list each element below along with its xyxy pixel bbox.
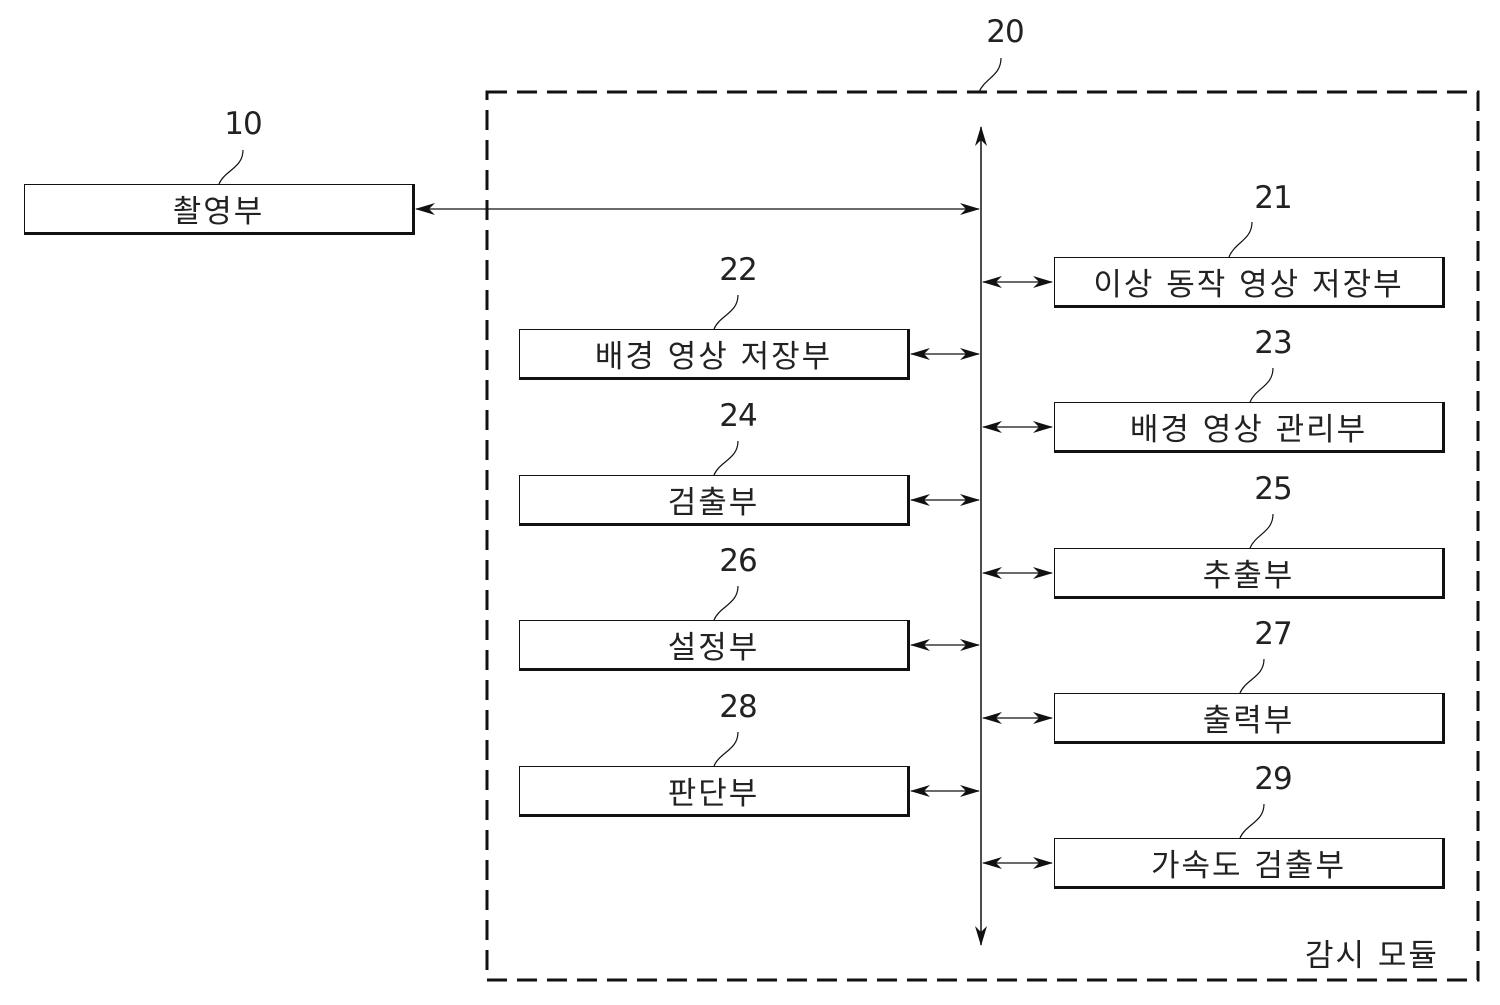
block-output-unit: 출력부	[1054, 693, 1445, 744]
block-judgment-unit: 판단부	[519, 766, 910, 817]
leader-24	[713, 440, 739, 476]
block-abnormal-motion-storage: 이상 동작 영상 저장부	[1054, 257, 1445, 308]
block-background-image-storage: 배경 영상 저장부	[519, 329, 910, 380]
leader-25	[1249, 513, 1274, 549]
leader-21	[1228, 221, 1253, 258]
ref-label-23: 23	[1254, 325, 1292, 361]
module-label: 감시 모듈	[1305, 938, 1439, 974]
ref-label-10: 10	[224, 106, 262, 142]
block-extraction-unit: 추출부	[1054, 548, 1445, 599]
module-boundary	[485, 90, 1480, 982]
block-label: 출력부	[1202, 703, 1295, 739]
block-label: 가속도 검출부	[1151, 848, 1346, 884]
block-label: 배경 영상 저장부	[594, 339, 833, 375]
leader-27	[1239, 658, 1265, 694]
block-label: 검출부	[667, 485, 760, 521]
ref-label-20: 20	[986, 14, 1024, 50]
block-label: 설정부	[667, 630, 760, 666]
leader-23	[1249, 367, 1274, 403]
block-label: 이상 동작 영상 저장부	[1093, 267, 1404, 303]
ref-label-29: 29	[1254, 761, 1292, 797]
ref-label-25: 25	[1254, 471, 1292, 507]
ref-label-27: 27	[1254, 616, 1292, 652]
leader-22	[713, 294, 739, 330]
block-background-image-manager: 배경 영상 관리부	[1054, 402, 1445, 453]
block-camera-unit: 촬영부	[24, 184, 415, 235]
leader-10	[218, 149, 244, 185]
block-label: 추출부	[1202, 558, 1295, 594]
block-label: 판단부	[667, 776, 760, 812]
ref-label-22: 22	[719, 252, 757, 288]
block-acceleration-detector: 가속도 검출부	[1054, 838, 1445, 889]
ref-label-28: 28	[719, 689, 757, 725]
block-setting-unit: 설정부	[519, 620, 910, 671]
leader-28	[713, 731, 739, 767]
ref-label-21: 21	[1254, 180, 1292, 216]
block-label: 배경 영상 관리부	[1129, 412, 1368, 448]
block-label: 촬영부	[172, 194, 265, 230]
leader-29	[1239, 803, 1265, 839]
leader-26	[713, 585, 739, 621]
leader-20	[978, 57, 1002, 93]
block-detection-unit: 검출부	[519, 475, 910, 526]
ref-label-26: 26	[719, 543, 757, 579]
ref-label-24: 24	[719, 398, 757, 434]
